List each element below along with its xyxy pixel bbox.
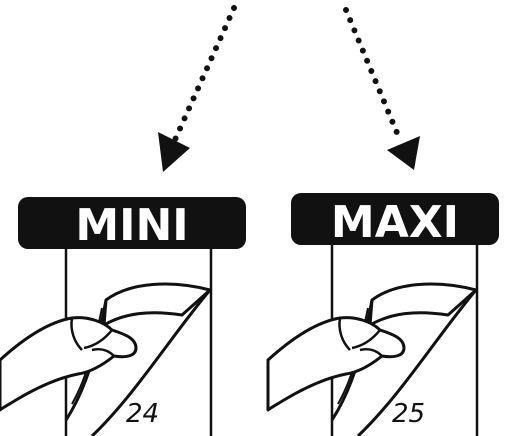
maxi-page-number: 25 xyxy=(392,399,425,429)
maxi-hand-turning-page-icon xyxy=(268,284,476,436)
mini-panel: MINI 24 xyxy=(0,197,246,436)
left-dotted-arrow-icon xyxy=(158,8,234,172)
maxi-panel: MAXI 25 xyxy=(268,193,499,436)
mini-page-number: 24 xyxy=(126,399,159,429)
mini-hand-turning-page-icon xyxy=(0,284,210,436)
right-dotted-arrow-icon xyxy=(346,10,420,170)
maxi-label: MAXI xyxy=(331,197,459,248)
mini-label: MINI xyxy=(75,200,188,251)
